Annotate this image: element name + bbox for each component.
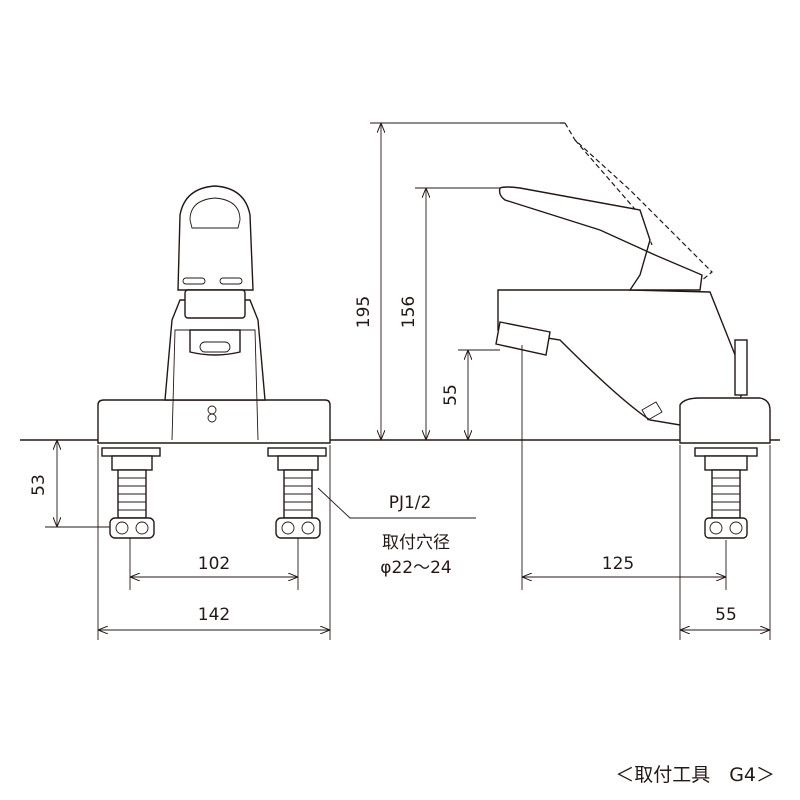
dim-base-depth: 55 [715,605,737,625]
dim-spout-reach: 125 [602,554,634,574]
dim-spout-clearance: 55 [441,384,461,406]
leader-line [317,487,476,519]
dim-total-height: 195 [354,296,374,328]
hole-diameter: φ22～24 [380,558,451,578]
hole-label: 取付穴径 [382,533,450,553]
connection-label: PJ1/2 [389,493,432,513]
right-shank [267,447,327,539]
tool-note: ＜取付工具 G4＞ [615,764,775,786]
left-shank [101,447,161,539]
front-view [97,185,331,539]
dim-shank-length: 53 [29,474,49,496]
side-view [495,122,771,539]
dim-base-width: 142 [198,605,230,625]
dim-shank-spacing: 102 [198,554,230,574]
dim-spout-height: 156 [399,296,419,328]
